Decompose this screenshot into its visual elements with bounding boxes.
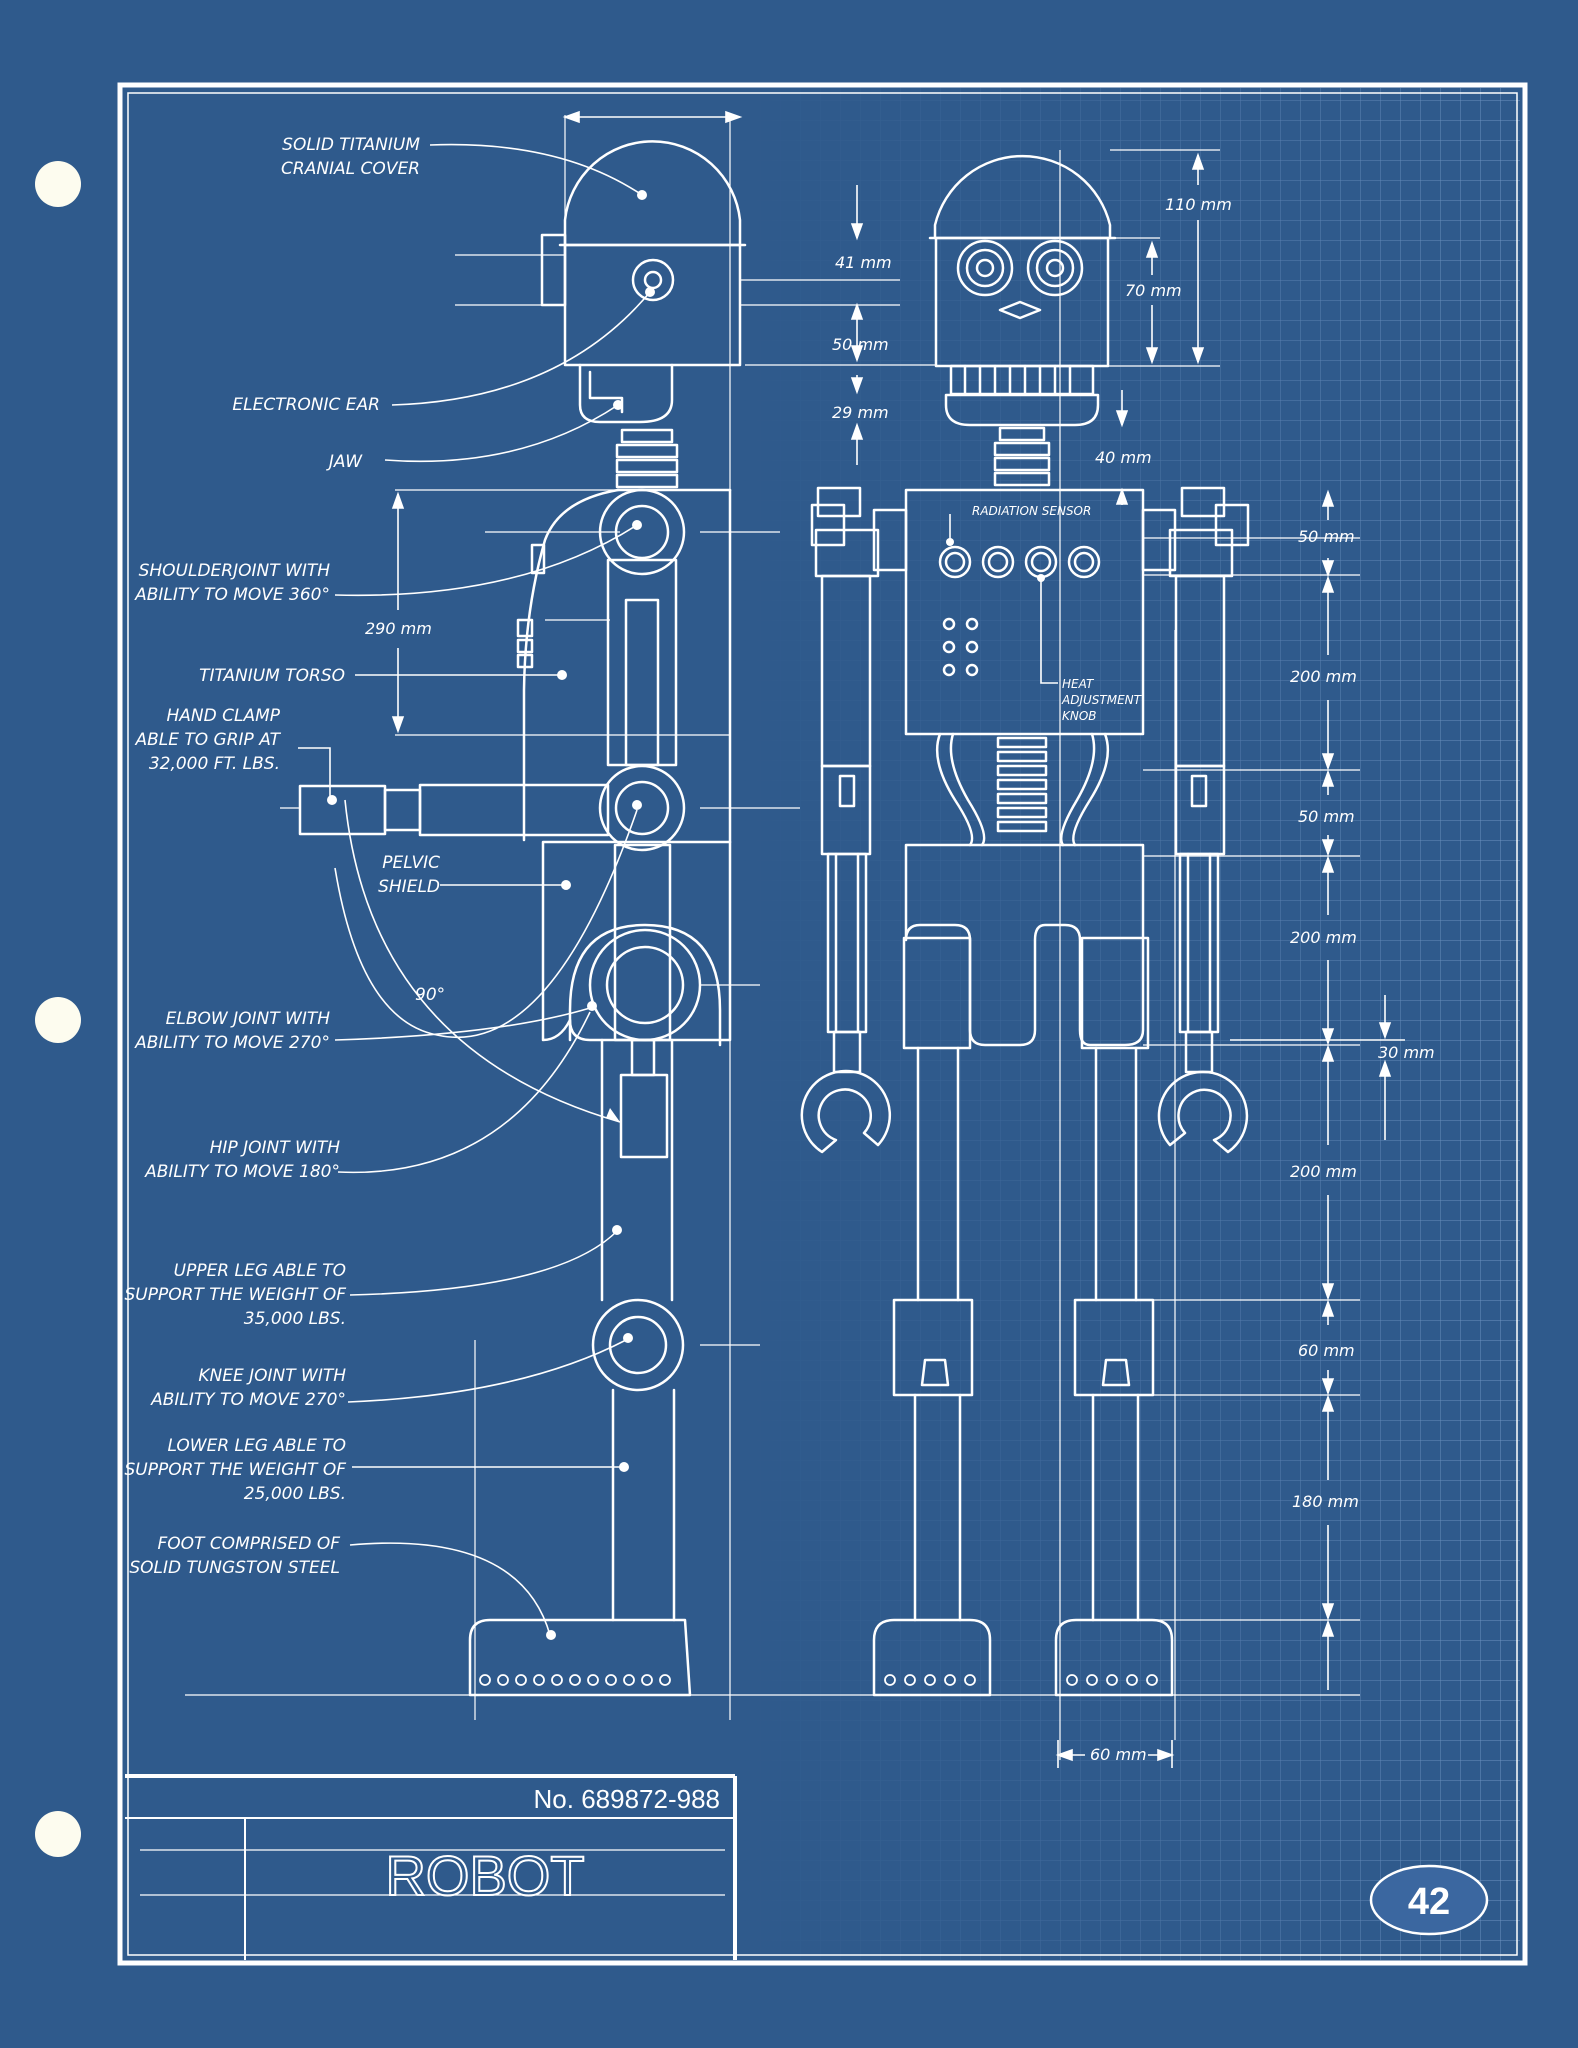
- page-number-badge: [1369, 1864, 1489, 1936]
- side-view-robot: [298, 140, 747, 1697]
- punch-hole-middle: [35, 997, 81, 1043]
- label-shoulder-1: SHOULDERJOINT WITH: [139, 561, 331, 581]
- dim-41mm: 41 mm: [835, 253, 892, 272]
- drawing-title: ROBOT: [385, 1844, 584, 1907]
- punch-hole-bottom: [35, 1811, 81, 1857]
- dim-200mm-upper-leg: 200 mm: [1290, 1162, 1357, 1181]
- label-angle: 90°: [415, 985, 445, 1005]
- dim-180mm: 180 mm: [1292, 1492, 1359, 1511]
- label-elbow-1: ELBOW JOINT WITH: [166, 1009, 331, 1029]
- label-radiation-sensor: RADIATION SENSOR: [972, 504, 1091, 518]
- label-ear: ELECTRONIC EAR: [232, 395, 380, 415]
- label-heat-3: KNOB: [1062, 709, 1097, 723]
- dim-200mm-torso: 200 mm: [1290, 667, 1357, 686]
- dim-40mm: 40 mm: [1095, 448, 1152, 467]
- label-clamp-2: ABLE TO GRIP AT: [134, 730, 281, 750]
- label-hip-2: ABILITY TO MOVE 180°: [144, 1162, 340, 1182]
- label-torso: TITANIUM TORSO: [199, 666, 345, 686]
- dim-70mm: 70 mm: [1125, 281, 1182, 300]
- label-cranial-1: SOLID TITANIUM: [282, 135, 420, 155]
- label-hip-1: HIP JOINT WITH: [210, 1138, 341, 1158]
- label-knee-2: ABILITY TO MOVE 270°: [150, 1390, 346, 1410]
- label-jaw: JAW: [326, 452, 363, 472]
- label-elbow-2: ABILITY TO MOVE 270°: [134, 1033, 330, 1053]
- label-foot-2: SOLID TUNGSTON STEEL: [129, 1558, 340, 1578]
- label-foot-1: FOOT COMPRISED OF: [157, 1534, 340, 1554]
- label-lower-leg-3: 25,000 LBS.: [244, 1484, 346, 1504]
- dim-290mm: 290 mm: [365, 619, 432, 638]
- label-clamp-1: HAND CLAMP: [166, 706, 280, 726]
- label-clamp-3: 32,000 FT. LBS.: [149, 754, 280, 774]
- drawing-number: No. 689872-988: [534, 1784, 720, 1814]
- dim-50mm-shoulder: 50 mm: [1298, 527, 1355, 546]
- dim-60mm-knee: 60 mm: [1298, 1341, 1355, 1360]
- label-lower-leg-2: SUPPORT THE WEIGHT OF: [125, 1460, 347, 1480]
- label-upper-leg-2: SUPPORT THE WEIGHT OF: [125, 1285, 347, 1305]
- label-heat-1: HEAT: [1062, 677, 1095, 691]
- label-upper-leg-3: 35,000 LBS.: [244, 1309, 346, 1329]
- dim-110mm: 110 mm: [1165, 195, 1232, 214]
- dim-200mm-pelvis: 200 mm: [1290, 928, 1357, 947]
- label-lower-leg-1: LOWER LEG ABLE TO: [167, 1436, 346, 1456]
- page-number: 42: [1408, 1881, 1450, 1923]
- dim-50mm-neck: 50 mm: [832, 335, 889, 354]
- title-block: [125, 1774, 737, 1960]
- punch-hole-top: [35, 161, 81, 207]
- label-upper-leg-1: UPPER LEG ABLE TO: [174, 1261, 346, 1281]
- label-heat-2: ADJUSTMENT: [1061, 693, 1143, 707]
- label-knee-1: KNEE JOINT WITH: [198, 1366, 346, 1386]
- front-view-robot: [800, 154, 1250, 1697]
- dim-30mm: 30 mm: [1378, 1043, 1435, 1062]
- dim-60mm-foot: 60 mm: [1090, 1745, 1147, 1764]
- label-pelvic-1: PELVIC: [382, 853, 440, 873]
- label-shoulder-2: ABILITY TO MOVE 360°: [134, 585, 330, 605]
- dim-29mm: 29 mm: [832, 403, 889, 422]
- dim-50mm-waist: 50 mm: [1298, 807, 1355, 826]
- drawing-frame: [117, 82, 1528, 1966]
- label-cranial-2: CRANIAL COVER: [281, 159, 420, 179]
- label-pelvic-2: SHIELD: [378, 877, 440, 897]
